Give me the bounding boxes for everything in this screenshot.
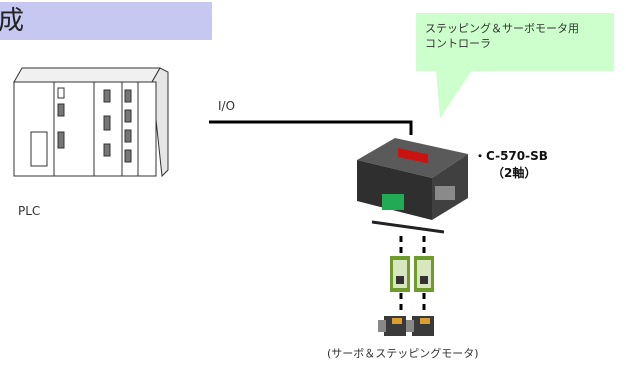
plc-unit <box>13 67 169 178</box>
callout-text: ステッピング＆サーボモータ用 コントローラ <box>425 22 579 50</box>
callout-bubble <box>416 13 614 118</box>
section-heading-bar <box>0 2 212 40</box>
io-label: I/O <box>218 99 236 113</box>
motor-2 <box>406 316 434 336</box>
plc-label: PLC <box>18 204 41 218</box>
driver-1 <box>390 256 410 292</box>
controller-unit <box>357 138 468 234</box>
io-connection-line <box>209 120 413 135</box>
motors-label: (サーボ＆ステッピングモータ) <box>327 347 479 360</box>
model-label: ・C-570-SB <box>474 149 548 163</box>
axes-label: （2軸） <box>492 166 537 180</box>
motor-1 <box>378 316 406 336</box>
driver-2 <box>414 256 434 292</box>
section-heading-text: 成 <box>0 6 25 36</box>
